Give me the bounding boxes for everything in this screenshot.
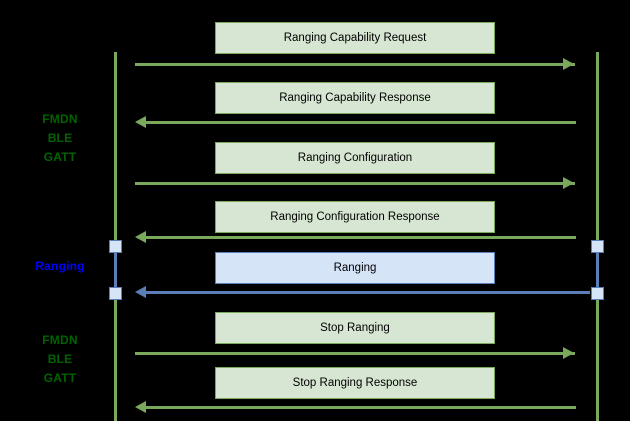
message-arrow-line-ranging-capability-response [146,121,576,124]
right-lifeline [596,52,599,421]
message-arrow-line-ranging-configuration [135,182,575,185]
message-box-ranging-capability-request: Ranging Capability Request [215,22,495,54]
message-arrowhead-left-stop-ranging-response [135,401,146,413]
message-box-ranging-configuration: Ranging Configuration [215,142,495,174]
message-arrow-line-ranging-configuration-response [146,236,576,239]
phase-label-gatt-top: FMDN BLE GATT [42,112,78,164]
message-arrowhead-left-ranging-capability-response [135,116,146,128]
message-box-stop-ranging: Stop Ranging [215,312,495,344]
activation-node-left-end [109,287,122,300]
message-box-stop-ranging-response: Stop Ranging Response [215,367,495,399]
activation-bar-left [114,246,117,294]
activation-node-right-start [591,240,604,253]
message-arrow-line-ranging [146,291,590,294]
activation-node-right-end [591,287,604,300]
message-arrowhead-left-ranging-configuration-response [135,231,146,243]
message-arrowhead-right-ranging-configuration [563,177,574,189]
phase-label-gatt-bottom: FMDN BLE GATT [42,333,78,385]
message-arrowhead-left-ranging [135,286,146,298]
phase-label-ranging: Ranging [35,259,85,273]
message-arrowhead-right-ranging-capability-request [563,58,574,70]
message-arrow-line-stop-ranging [135,352,575,355]
activation-bar-right [596,246,599,294]
message-arrow-line-stop-ranging-response [146,406,576,409]
message-box-ranging: Ranging [215,252,495,284]
left-lifeline [114,52,117,421]
activation-node-left-start [109,240,122,253]
message-arrowhead-right-stop-ranging [563,347,574,359]
message-box-ranging-configuration-response: Ranging Configuration Response [215,201,495,233]
message-box-ranging-capability-response: Ranging Capability Response [215,82,495,114]
message-arrow-line-ranging-capability-request [135,63,575,66]
